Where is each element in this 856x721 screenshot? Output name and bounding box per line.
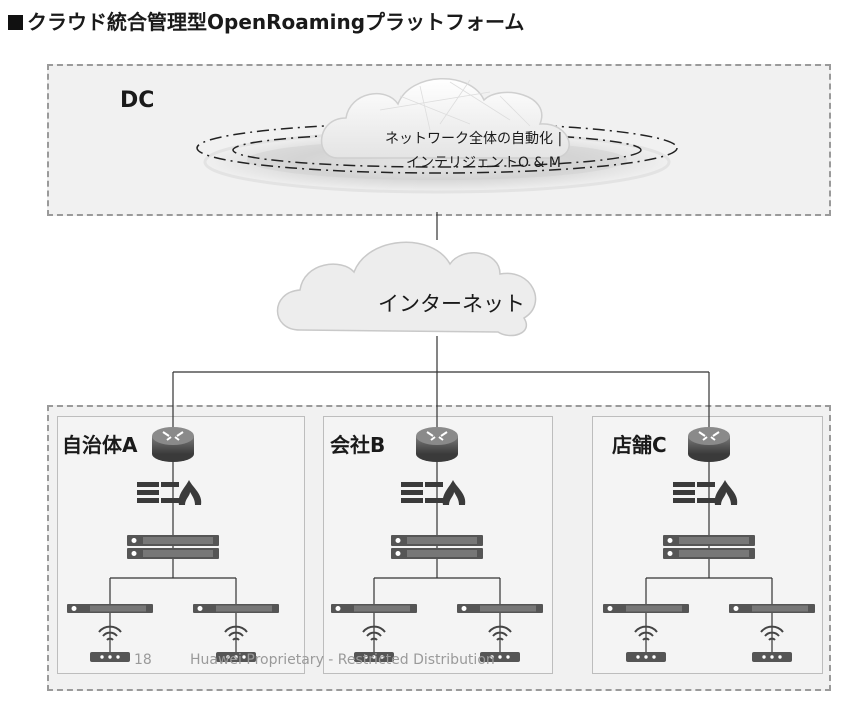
dc-label: DC [120,88,155,113]
wifi-ap-icon-right [216,625,256,662]
page-title: クラウド統合管理型OpenRoamingプラットフォーム [8,6,524,35]
core-switch-icon [127,535,219,559]
router-icon [152,427,194,462]
dc-cloud-text-line2: インテリジェントO & M [406,155,561,171]
site-a-devices [67,427,279,662]
internet-cloud-icon [276,241,537,337]
dc-cloud-icon [321,78,570,159]
site-label-a: 自治体A [62,433,138,457]
access-switch-icon-left [67,604,153,613]
title-square-bullet [8,15,23,30]
site-label-b: 会社B [330,433,386,457]
network-links [172,212,710,426]
dc-cloud-text-line1: ネットワーク全体の自動化 | [385,131,563,147]
page-title-text: クラウド統合管理型OpenRoamingプラットフォーム [27,10,525,34]
site-label-c: 店舗C [612,433,667,457]
access-switch-icon-right [193,604,279,613]
wifi-ap-icon-left [90,625,130,662]
footer-page-number: 18 [134,652,152,668]
internet-label: インターネット [378,292,525,316]
firewall-icon [137,480,202,505]
footer-text: Huawei Proprietary - Restricted Distribu… [190,652,495,668]
